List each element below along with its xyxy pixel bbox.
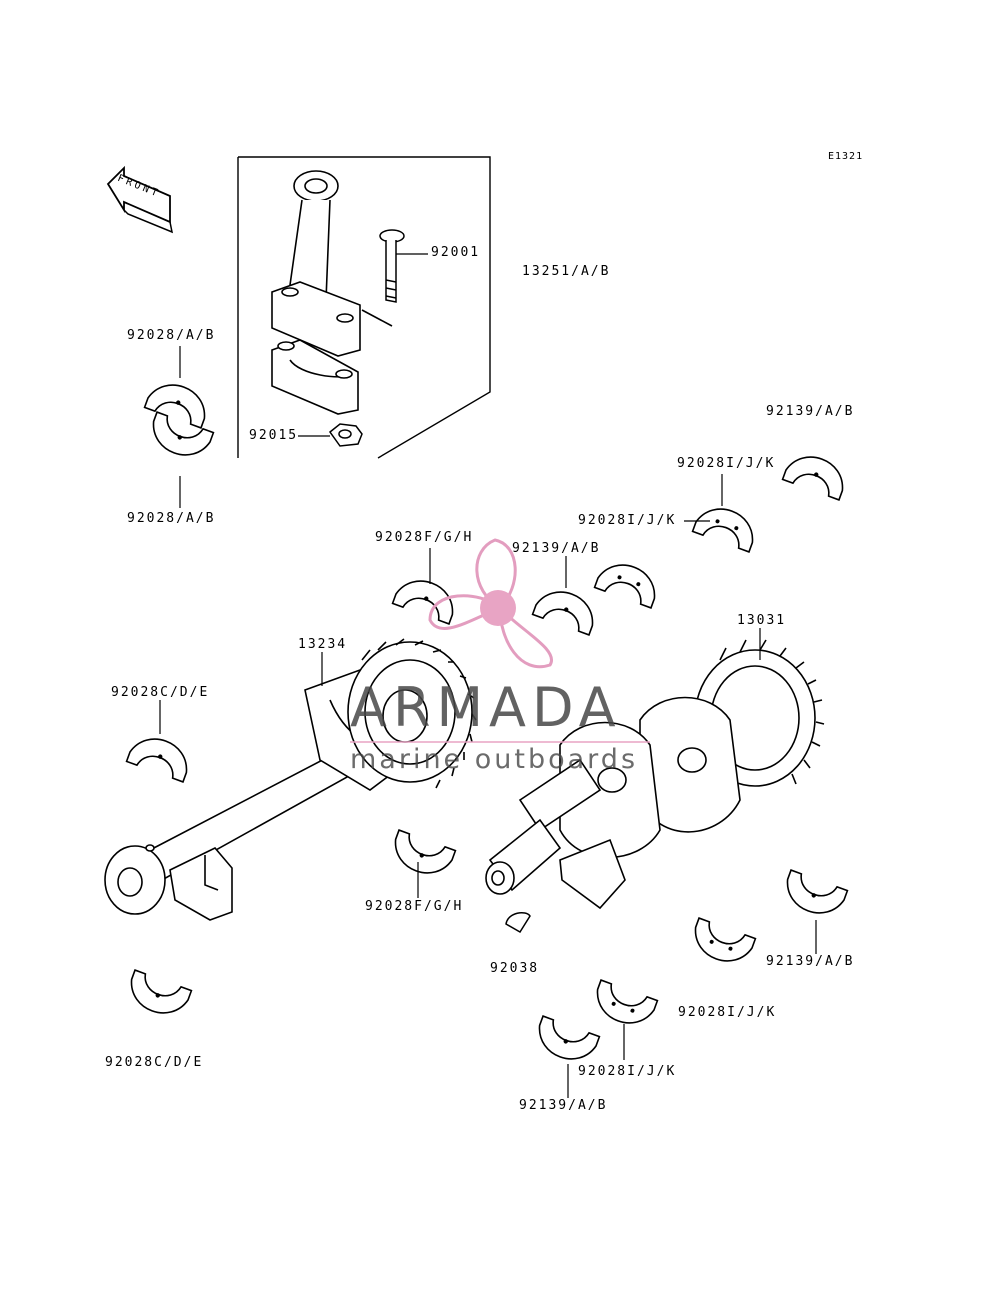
bearing-shell-92139-mid [531, 583, 601, 636]
part-label-92028ab-top: 92028/A/B [127, 328, 216, 343]
bearing-shell-92028ijk-2 [593, 556, 663, 609]
crankshaft [485, 639, 825, 910]
leader-lines [159, 253, 817, 1098]
part-label-92028fgh-top: 92028F/G/H [375, 530, 474, 545]
bearing-shell-92139-bottom [531, 1015, 601, 1068]
part-label-92028ijk-1: 92028I/J/K [677, 456, 776, 471]
bearing-shell-92028cde-top [125, 730, 195, 783]
part-label-92139ab-mid: 92139/A/B [512, 541, 601, 556]
part-label-92028cde-top: 92028C/D/E [111, 685, 210, 700]
woodruff-key [505, 911, 531, 934]
part-label-92015: 92015 [249, 428, 299, 443]
part-label-92139ab-right: 92139/A/B [766, 954, 855, 969]
part-label-92139ab-bottom: 92139/A/B [519, 1098, 608, 1113]
part-label-92028fgh-bottom: 92028F/G/H [365, 899, 464, 914]
conrod-nut [328, 423, 363, 447]
part-label-13251: 13251/A/B [522, 264, 611, 279]
part-label-92028cde-bottom: 92028C/D/E [105, 1055, 204, 1070]
part-label-92038: 92038 [490, 961, 540, 976]
diagram-code: E1321 [828, 151, 864, 162]
watermark-brand: ARMADA [350, 676, 622, 739]
bearing-shell-92028fgh-bottom [387, 829, 457, 882]
part-label-92028ijk-2: 92028I/J/K [578, 513, 677, 528]
part-label-92139ab-top: 92139/A/B [766, 404, 855, 419]
bearing-shell-92028ijk-3 [687, 917, 757, 970]
part-label-13031: 13031 [737, 613, 787, 628]
part-label-92028ijk-4: 92028I/J/K [578, 1064, 677, 1079]
propeller-icon [428, 538, 554, 669]
part-label-13234: 13234 [298, 637, 348, 652]
part-label-92028ab-bottom: 92028/A/B [127, 511, 216, 526]
bearing-shell-92139-top [781, 448, 851, 501]
connecting-rod [271, 170, 393, 415]
part-label-92028ijk-3: 92028I/J/K [678, 1005, 777, 1020]
conrod-assembly-box [237, 156, 491, 459]
bearing-shell-92028ijk-4 [589, 979, 659, 1032]
front-arrow-icon [106, 165, 174, 234]
balancer-shaft [104, 638, 477, 921]
bearing-shell-92028ijk-1 [691, 500, 761, 553]
bearing-shell-92028cde-bottom [123, 969, 193, 1022]
watermark-tagline: marine outboards [350, 744, 639, 775]
conrod-bolt [379, 229, 405, 303]
bearing-shell-92139-right [779, 869, 849, 922]
part-label-92001: 92001 [431, 245, 481, 260]
